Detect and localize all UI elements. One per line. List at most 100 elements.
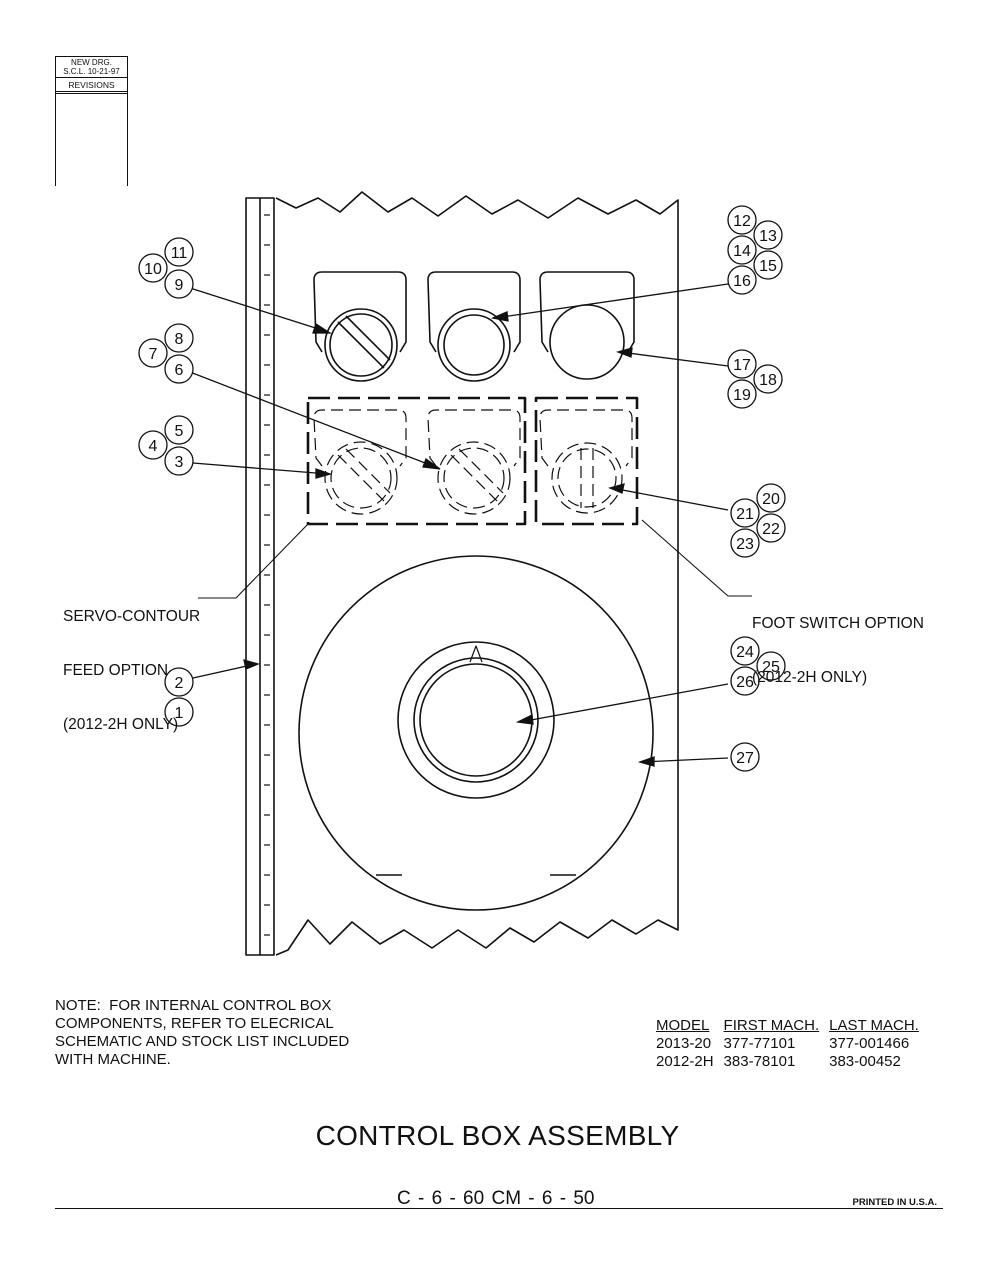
switch-guard-1 [313, 271, 407, 353]
callout-6 [164, 354, 194, 384]
printed-notice: PRINTED IN U.S.A. [852, 1197, 937, 1208]
page-code: C - 6 - 60 CM - 6 - 50 [397, 1188, 595, 1209]
drawing-note: NOTE: FOR INTERNAL CONTROL BOX COMPONENT… [55, 997, 349, 1069]
callout-6-text: 6 [175, 362, 184, 379]
callout-13-text: 13 [759, 228, 777, 245]
callout-3 [164, 446, 194, 476]
callout-10 [138, 253, 168, 283]
callout-24 [730, 636, 760, 666]
panel-outline [275, 191, 679, 956]
callout-16 [727, 265, 757, 295]
cell-last-mach: 377-001466 [829, 1035, 910, 1052]
callout-7 [138, 338, 168, 368]
cell-last-mach: 383-00452 [829, 1053, 901, 1070]
callout-14-text: 14 [733, 243, 751, 260]
model-table-header: MODEL FIRST MACH. LAST MACH. [652, 1017, 925, 1035]
callout-25 [756, 651, 786, 681]
callout-13 [753, 220, 783, 250]
callout-7-text: 7 [149, 346, 158, 363]
callout-12 [727, 205, 757, 235]
table-row: 2012-2H 383-78101 383-00452 [652, 1053, 925, 1071]
revision-date-text: S.C.L. 10-21-97 [63, 67, 120, 76]
callout-9-text: 9 [175, 277, 184, 294]
header-model: MODEL [656, 1017, 710, 1034]
callout-2 [164, 667, 194, 697]
servo-contour-option-box [306, 396, 527, 526]
callout-19-text: 19 [733, 387, 751, 404]
callout-11-text: 11 [171, 245, 188, 262]
callout-23 [730, 528, 760, 558]
callout-18 [753, 364, 783, 394]
note-line-4: WITH MACHINE. [55, 1051, 171, 1068]
foot-switch-label: FOOT SWITCH OPTION (2012-2H ONLY) [752, 579, 924, 705]
pilot-light-top [549, 304, 625, 380]
callout-1-text: 1 [175, 705, 184, 722]
cell-first-mach: 383-78101 [723, 1053, 796, 1070]
note-line-2: COMPONENTS, REFER TO ELECRICAL [55, 1015, 334, 1032]
revisions-header: REVISIONS [56, 78, 127, 94]
callout-16-text: 16 [733, 273, 751, 290]
callout-5-text: 5 [175, 423, 184, 440]
callout-26 [730, 666, 760, 696]
servo-contour-label: SERVO-CONTOUR FEED OPTION (2012-2H ONLY) [63, 572, 200, 752]
foot-switch-option-box [534, 396, 639, 526]
revision-new-drg-text: NEW DRG. [71, 58, 112, 67]
callout-22 [756, 513, 786, 543]
cell-model: 2012-2H [656, 1053, 714, 1070]
callout-balloons: 1 2 3 4 5 6 7 8 9 10 11 12 13 14 15 16 1… [138, 205, 786, 772]
callout-9 [164, 269, 194, 299]
note-line-3: SCHEMATIC AND STOCK LIST INCLUDED [55, 1033, 350, 1050]
callout-19 [727, 379, 757, 409]
callout-20-text: 20 [762, 491, 780, 508]
revision-block: NEW DRG. S.C.L. 10-21-97 REVISIONS [55, 56, 128, 186]
note-line-1: NOTE: FOR INTERNAL CONTROL BOX [55, 997, 332, 1014]
switch-guard-2 [427, 271, 521, 353]
callout-8-text: 8 [175, 331, 184, 348]
callout-15 [753, 250, 783, 280]
callout-3-text: 3 [175, 454, 184, 471]
callout-15-text: 15 [759, 258, 777, 275]
callout-8 [164, 323, 194, 353]
hinge-knuckles [264, 214, 270, 936]
callout-24-text: 24 [736, 644, 754, 661]
callout-21-text: 21 [736, 506, 754, 523]
callout-17-text: 17 [733, 357, 751, 374]
callout-18-text: 18 [759, 372, 777, 389]
callout-17 [727, 349, 757, 379]
callout-2-text: 2 [175, 675, 184, 692]
callout-4 [138, 430, 168, 460]
foot-label-line-2: (2012-2H ONLY) [752, 669, 868, 686]
callout-26-text: 26 [736, 674, 754, 691]
servo-label-line-2: FEED OPTION [63, 662, 169, 679]
model-table: MODEL FIRST MACH. LAST MACH. 2013-20 377… [652, 1017, 925, 1071]
header-last-mach: LAST MACH. [829, 1017, 919, 1034]
switch-guard-3 [539, 271, 635, 353]
table-row: 2013-20 377-77101 377-001466 [652, 1035, 925, 1053]
callout-1 [164, 697, 194, 727]
servo-label-line-1: SERVO-CONTOUR [63, 608, 201, 625]
dial-plate [298, 555, 654, 911]
callout-27-text: 27 [736, 750, 754, 767]
callout-11 [164, 237, 194, 267]
callout-12-text: 12 [733, 213, 751, 230]
callout-25-text: 25 [762, 659, 780, 676]
header-first-mach: FIRST MACH. [723, 1017, 820, 1034]
callout-14 [727, 235, 757, 265]
push-button-top [437, 308, 511, 382]
callout-23-text: 23 [736, 536, 754, 553]
selector-switch-top [324, 308, 398, 382]
footer-rule [55, 1208, 943, 1209]
page-title: CONTROL BOX ASSEMBLY [315, 1120, 680, 1151]
callout-4-text: 4 [149, 438, 158, 455]
callout-10-text: 10 [144, 261, 162, 278]
foot-label-line-1: FOOT SWITCH OPTION [752, 615, 924, 632]
callout-5 [164, 415, 194, 445]
revision-new-drawing: NEW DRG. S.C.L. 10-21-97 [56, 57, 127, 78]
cell-model: 2013-20 [656, 1035, 712, 1052]
callout-27 [730, 742, 760, 772]
callout-22-text: 22 [762, 521, 780, 538]
servo-label-line-3: (2012-2H ONLY) [63, 716, 179, 733]
callout-20 [756, 483, 786, 513]
cell-first-mach: 377-77101 [723, 1035, 796, 1052]
